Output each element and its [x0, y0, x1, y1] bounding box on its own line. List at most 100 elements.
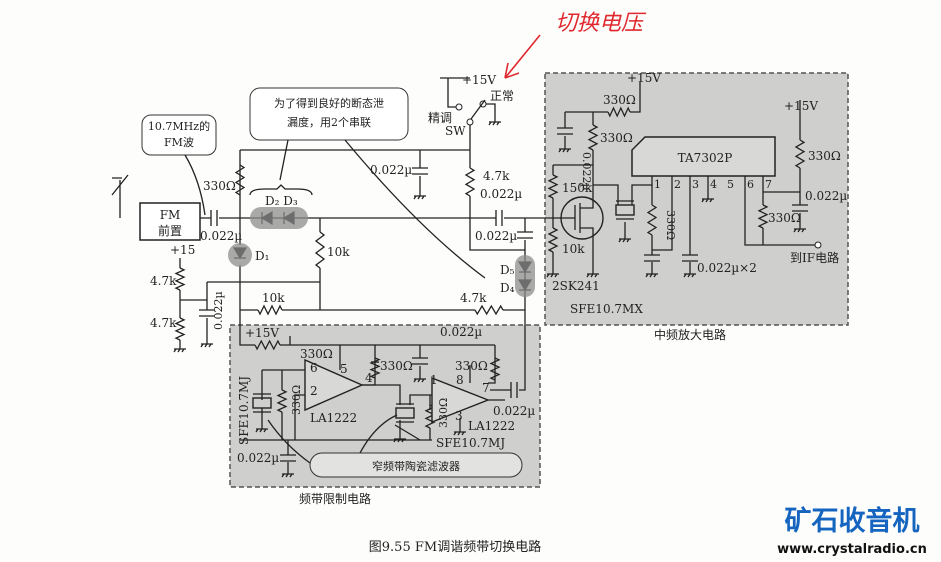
wire-segment [179, 258, 207, 345]
component-label: +15 [170, 243, 195, 257]
brand-url: www.crystalradio.cn [777, 542, 927, 557]
resistor-150k [547, 174, 559, 199]
handwritten-arrow [504, 34, 541, 79]
fm-frontend-block [139, 202, 201, 241]
component-label: 0.022µ [493, 404, 535, 418]
capacitor-pin1 [644, 254, 660, 262]
capacitor-sw [517, 231, 533, 239]
ground-icon [453, 428, 466, 436]
ic-pin-label: 6 [747, 178, 754, 191]
capacitor-top [412, 167, 428, 175]
component-label: LA1222 [310, 411, 357, 425]
component-label: D₄ [500, 281, 515, 295]
component-label: 0.022µ×2 [697, 261, 757, 275]
d2-d3-highlight [250, 207, 308, 229]
ground-icon [558, 145, 571, 153]
component-label: 330Ω [808, 149, 841, 163]
limiter-title: 频带限制电路 [299, 491, 371, 506]
component-label: 8 [456, 373, 464, 387]
resistor-lim-2 [369, 357, 381, 379]
capacitor-pin3 [682, 254, 698, 262]
component-label: 0.022µ [212, 291, 225, 330]
resistor-4.7k-top [174, 267, 186, 291]
component-label: SFE10.7MJ [436, 436, 505, 450]
ic-pin-label: 4 [710, 178, 717, 191]
resistor-10k-h [257, 304, 283, 316]
ground-icon [645, 270, 658, 278]
component-label: 330Ω [300, 347, 333, 361]
component-label: 4.7k [150, 274, 177, 288]
ic-pin-label: 2 [674, 178, 681, 191]
component-label: +15V [245, 326, 279, 340]
capacitor-out [495, 210, 503, 226]
component-label: 4.7k [483, 169, 510, 183]
capacitor-input [210, 210, 218, 226]
component-label: 330Ω [768, 211, 801, 225]
component-label: 0.022µ [440, 325, 482, 339]
ground-icon [683, 270, 696, 278]
crystal-sfe10.7mj-2-plates [396, 403, 414, 423]
component-label: +15V [627, 71, 661, 85]
component-label: 7 [482, 381, 490, 395]
component-label: 10k [562, 242, 585, 256]
component-label: 330Ω [437, 398, 450, 428]
d4-d5-highlight [515, 255, 535, 297]
component-label: 6 [310, 361, 318, 375]
ground-icon [200, 340, 213, 348]
brand-logo: 矿石收音机 [785, 505, 920, 537]
resistor-10k-v [314, 231, 326, 269]
crystal-sfe10.7mx [615, 204, 635, 216]
capacitor-divider [199, 309, 215, 317]
resistor-4.7k-bottom [174, 317, 186, 341]
diodes-callout [249, 87, 409, 141]
ground-icon [793, 225, 806, 233]
ic-pin-label: 5 [727, 178, 734, 191]
fm-wave-callout [141, 114, 217, 156]
ground-icon [488, 118, 501, 126]
wire-segment [593, 176, 653, 235]
wire-segment [206, 218, 321, 340]
component-label: 0.022µ [475, 229, 517, 243]
component-label: D₁ [255, 249, 269, 263]
crystal-sfe10.7mx-plates [616, 200, 634, 220]
if-amp-block [544, 72, 849, 326]
resistor-if-5 [757, 204, 769, 229]
ground-icon [393, 435, 406, 443]
wire-segment [552, 164, 593, 270]
component-label: D₅ [500, 263, 515, 277]
ground-icon [701, 195, 714, 203]
wire-segment [651, 176, 815, 270]
la1222-amp-2 [431, 376, 490, 424]
wire-segment [240, 149, 470, 192]
callout-pointer [267, 414, 421, 464]
ic-pin-label: 7 [765, 178, 772, 191]
ground-icon [413, 192, 426, 200]
component-label: +15V [784, 99, 818, 113]
component-label: 4.7k [460, 291, 487, 305]
wire-segment [240, 365, 505, 470]
resistor-330 [234, 164, 246, 196]
component-label: 5 [340, 362, 348, 376]
callout-text: 漏度，用2个串联 [287, 115, 371, 129]
ground-icon [618, 235, 631, 243]
component-label: SW [445, 124, 466, 138]
component-label: 0.022µ [370, 163, 412, 177]
switch-contact-fine[interactable] [455, 103, 463, 111]
component-label: 10k [262, 291, 285, 305]
resistor-lim-5 [489, 357, 501, 381]
component-label: 0.022µ [200, 229, 242, 243]
ground-icon [586, 270, 599, 278]
component-label: 2 [310, 384, 318, 398]
component-label: 330Ω [664, 210, 677, 240]
component-label: 正常 [490, 89, 514, 103]
component-label: 330Ω [603, 93, 636, 107]
component-label: 330Ω [290, 385, 303, 415]
resistor-10k-fet [547, 227, 559, 253]
to-if-terminal [814, 241, 822, 249]
component-label: SFE10.7MJ [237, 376, 251, 445]
fet-leads [545, 165, 594, 270]
component-label: D₂ D₃ [265, 194, 298, 208]
switch-lever[interactable] [470, 99, 486, 120]
la1222-amp-1 [304, 358, 364, 412]
